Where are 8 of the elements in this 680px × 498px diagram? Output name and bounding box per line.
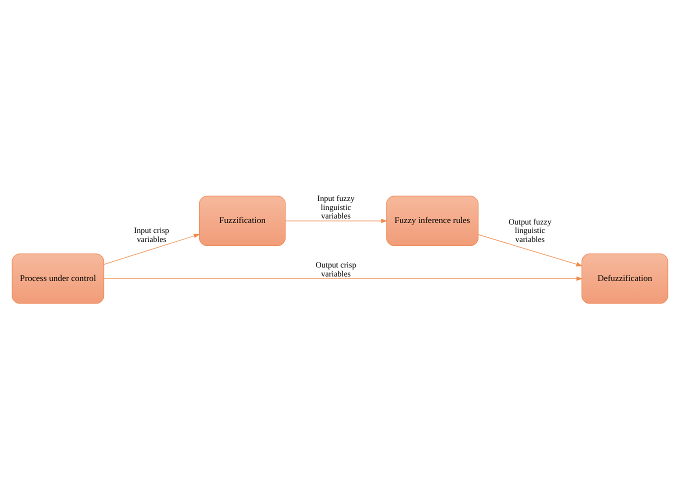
node-box: Process under control: [12, 254, 104, 304]
node-box: Defuzzification: [582, 254, 668, 304]
node-box: Fuzzy inference rules: [386, 196, 478, 246]
arrow: [478, 234, 583, 266]
arrow: [104, 234, 200, 265]
arrow: [285, 218, 388, 224]
node-box: Fuzzification: [199, 196, 286, 246]
arrow: [104, 276, 583, 281]
